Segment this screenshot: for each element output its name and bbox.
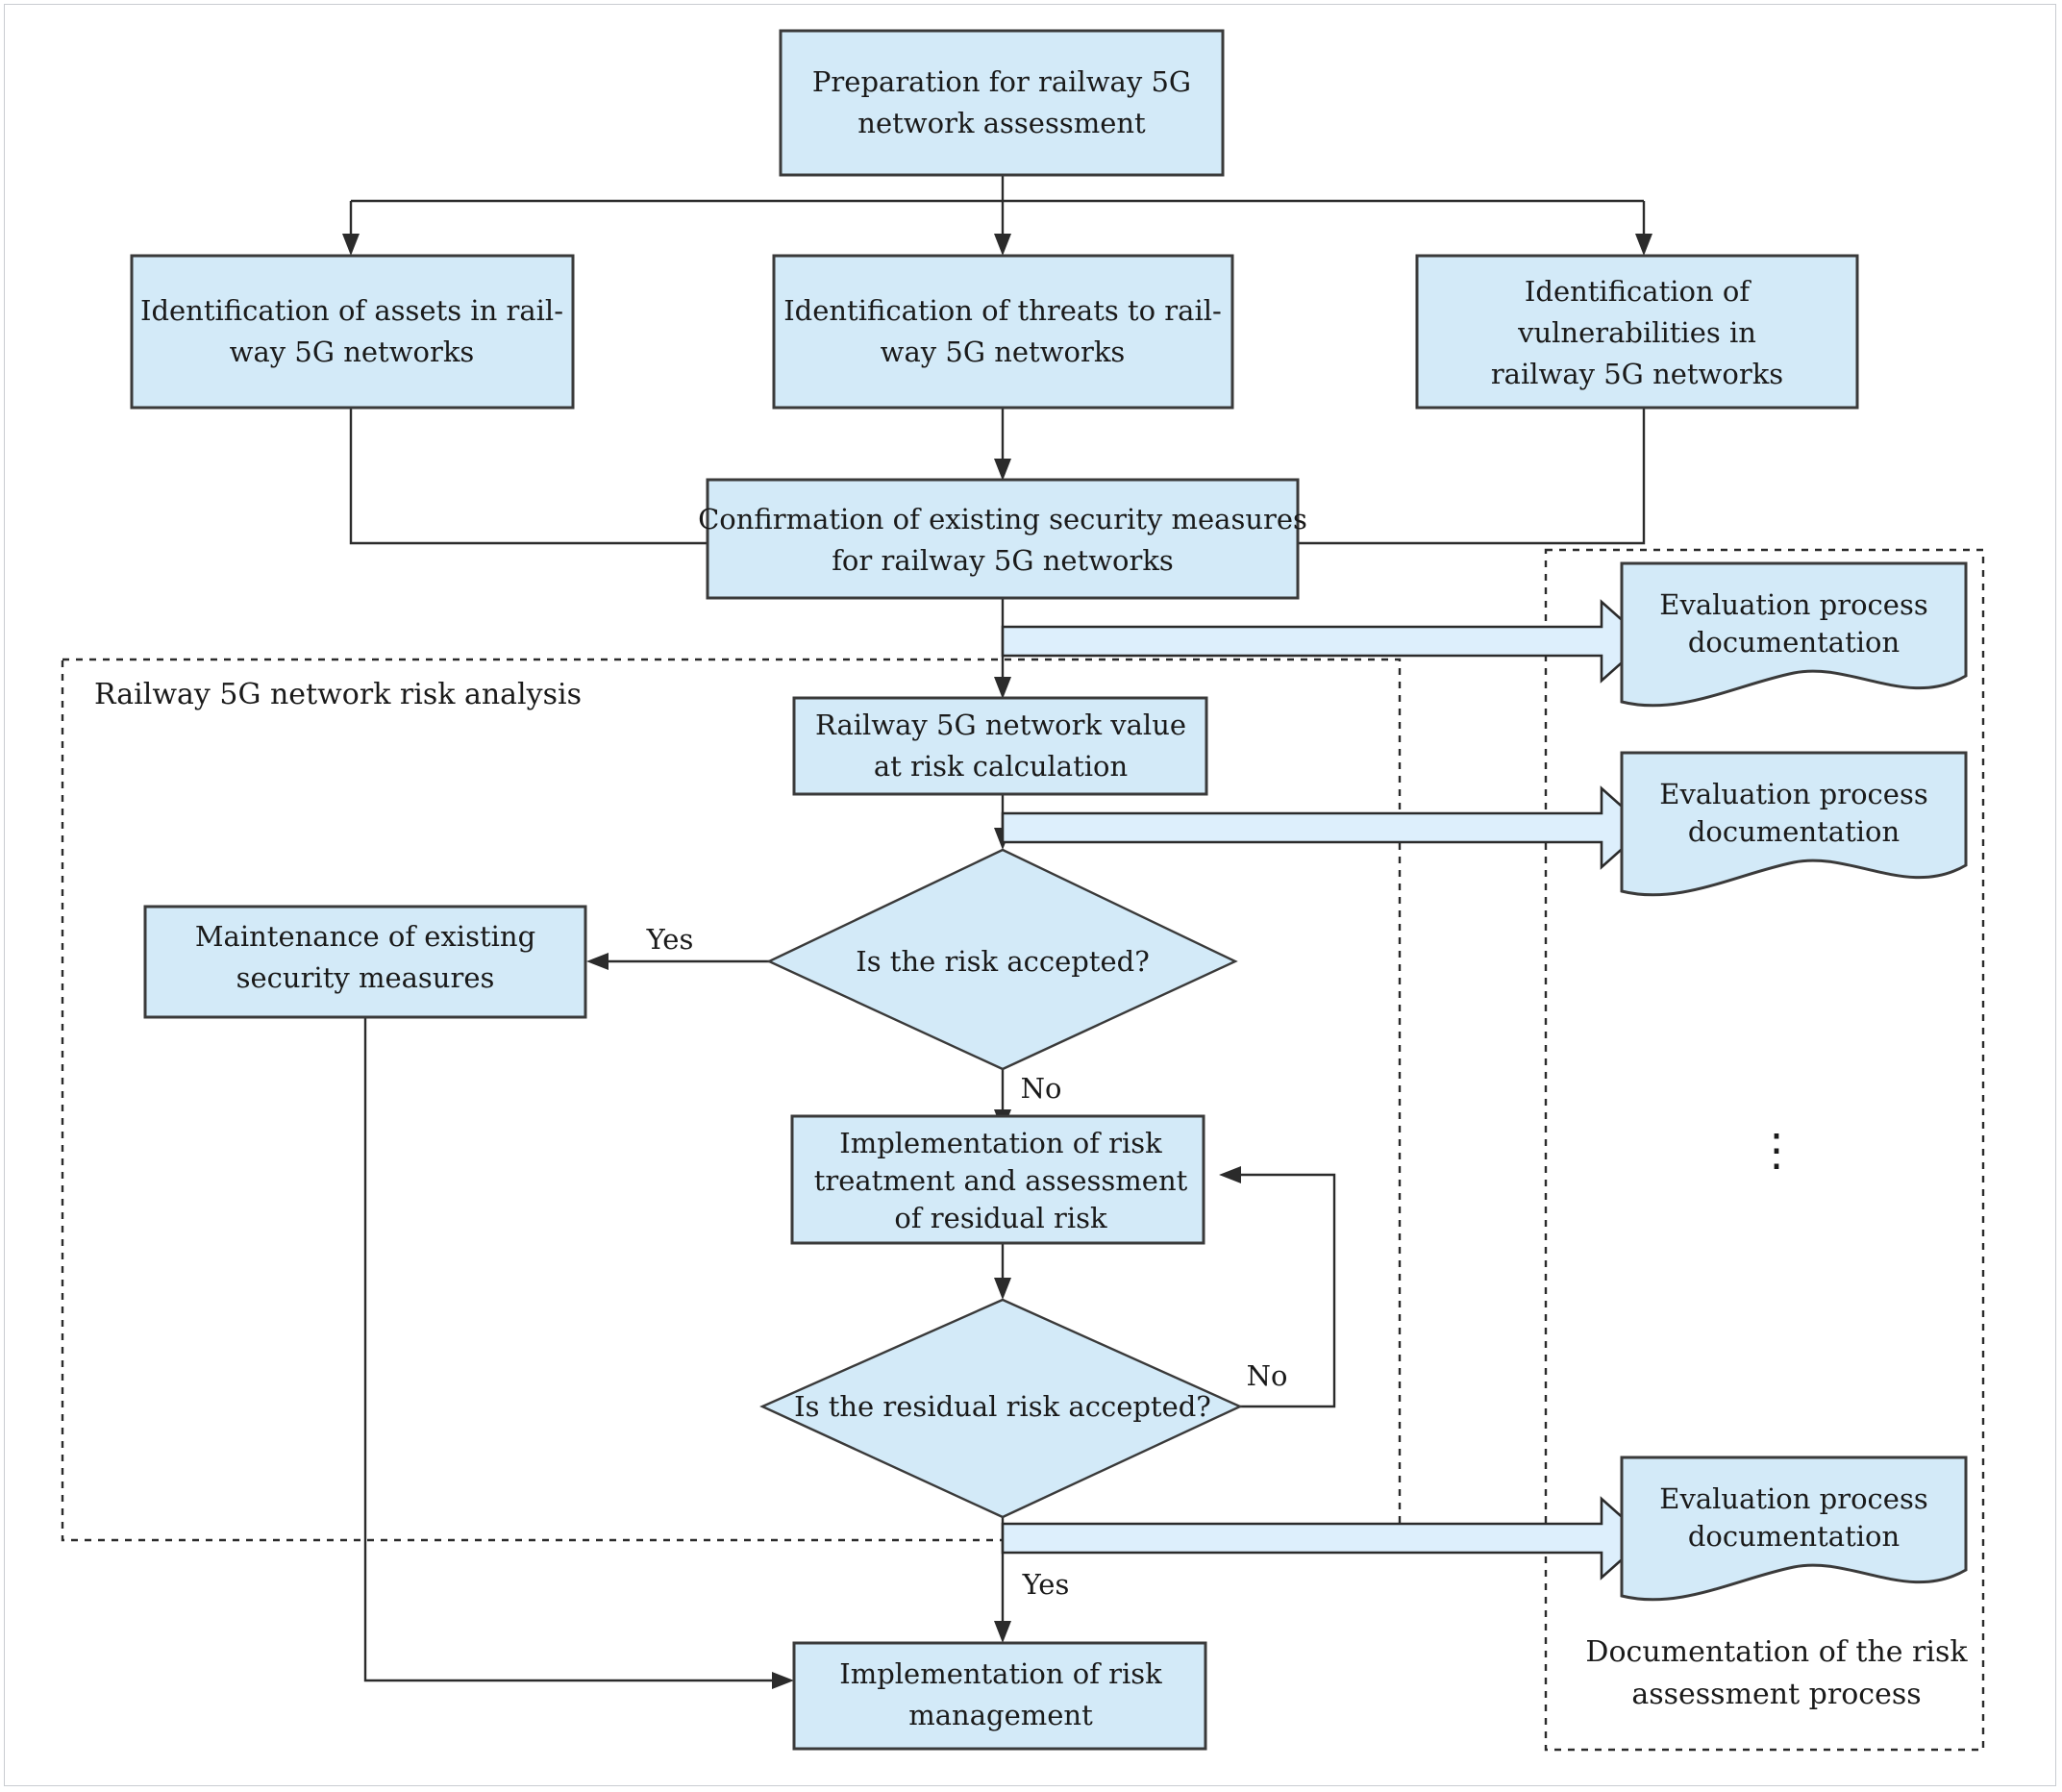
node-risk-decision[interactable] xyxy=(766,848,1238,1071)
connector-maintenance-to-management xyxy=(363,1017,781,1682)
node-preparation-line2: network assessment xyxy=(857,107,1146,139)
node-threats[interactable] xyxy=(772,254,1234,410)
edge-label-residual-no: No xyxy=(1247,1359,1288,1392)
node-assets-line2: way 5G networks xyxy=(230,336,475,368)
node-vulnerabilities[interactable] xyxy=(1415,254,1859,410)
vertical-ellipsis-icon: ⋮ xyxy=(1754,1124,1799,1176)
arrowhead-value-at-risk xyxy=(994,677,1011,699)
node-doc1-line2: documentation xyxy=(1688,626,1900,659)
node-assets-line1: Identification of assets in rail- xyxy=(140,294,563,327)
node-maintenance[interactable] xyxy=(143,905,587,1019)
node-maintenance-line1: Maintenance of existing xyxy=(195,920,535,953)
node-value-at-risk-line1: Railway 5G network value xyxy=(815,709,1186,741)
node-treatment-line2: treatment and assessment xyxy=(814,1164,1188,1197)
node-confirmation[interactable] xyxy=(706,478,1300,600)
node-doc3[interactable] xyxy=(1620,1456,1968,1602)
arrowhead-assets xyxy=(342,234,360,256)
arrowhead-risk-management xyxy=(994,1621,1011,1643)
connector-assets-to-confirmation xyxy=(349,408,708,545)
documentation-group-boundary xyxy=(1544,548,1985,1752)
connector-vulnerabilities-to-confirmation xyxy=(1298,408,1646,545)
group-label-documentation-line2: assessment process xyxy=(1631,1678,1921,1711)
node-doc3-line2: documentation xyxy=(1688,1520,1900,1553)
arrowhead-confirmation xyxy=(994,459,1011,481)
node-doc3-line1: Evaluation process xyxy=(1659,1482,1927,1515)
connector-residual-no-loop xyxy=(1232,1173,1336,1408)
node-vulnerabilities-line1: Identification of xyxy=(1525,275,1751,308)
node-treatment-line3: of residual risk xyxy=(894,1202,1107,1234)
block-arrow-to-doc3 xyxy=(1001,1496,1648,1580)
node-maintenance-line2: security measures xyxy=(236,961,495,994)
node-threats-line1: Identification of threats to rail- xyxy=(783,294,1222,327)
node-doc2-line2: documentation xyxy=(1688,815,1900,848)
node-vulnerabilities-line2: vulnerabilities in xyxy=(1517,316,1756,349)
node-confirmation-line1: Confirmation of existing security measur… xyxy=(698,503,1307,535)
node-doc1-line1: Evaluation process xyxy=(1659,588,1927,621)
arrowhead-maintenance xyxy=(586,953,609,970)
node-confirmation-line2: for railway 5G networks xyxy=(832,544,1174,577)
arrowhead-threats xyxy=(994,234,1011,256)
node-residual-decision[interactable] xyxy=(759,1298,1243,1519)
edge-label-residual-yes: Yes xyxy=(1022,1568,1070,1601)
risk-analysis-group-boundary xyxy=(61,658,1402,1542)
node-treatment[interactable] xyxy=(790,1114,1205,1245)
node-doc2[interactable] xyxy=(1620,751,1968,897)
node-residual-decision-label: Is the residual risk accepted? xyxy=(794,1390,1211,1423)
block-arrow-to-doc2 xyxy=(1001,785,1648,870)
node-value-at-risk-line2: at risk calculation xyxy=(874,750,1128,783)
node-risk-management-line1: Implementation of risk xyxy=(839,1657,1162,1690)
arrowhead-treatment-loop xyxy=(1219,1166,1241,1183)
arrowhead-vulnerabilities xyxy=(1635,234,1652,256)
node-risk-management-line2: management xyxy=(908,1699,1093,1731)
node-doc2-line1: Evaluation process xyxy=(1659,778,1927,810)
edge-label-risk-no: No xyxy=(1021,1072,1062,1105)
arrowhead-management-left xyxy=(772,1672,794,1689)
arrowhead-residual-decision xyxy=(994,1278,1011,1300)
node-risk-decision-label: Is the risk accepted? xyxy=(856,945,1150,978)
edge-label-risk-yes: Yes xyxy=(646,923,694,956)
node-assets[interactable] xyxy=(130,254,575,410)
block-arrow-to-doc1 xyxy=(1001,599,1648,684)
group-label-documentation-line1: Documentation of the risk xyxy=(1585,1635,1968,1669)
node-doc1[interactable] xyxy=(1620,561,1968,708)
node-vulnerabilities-line3: railway 5G networks xyxy=(1491,358,1783,390)
node-treatment-line1: Implementation of risk xyxy=(839,1127,1162,1159)
group-label-risk-analysis: Railway 5G network risk analysis xyxy=(94,678,582,711)
node-preparation-line1: Preparation for railway 5G xyxy=(812,65,1191,98)
node-threats-line2: way 5G networks xyxy=(881,336,1126,368)
node-risk-management[interactable] xyxy=(792,1641,1207,1751)
page-border xyxy=(4,4,2056,1786)
node-preparation[interactable] xyxy=(779,29,1225,177)
node-value-at-risk[interactable] xyxy=(792,696,1208,796)
